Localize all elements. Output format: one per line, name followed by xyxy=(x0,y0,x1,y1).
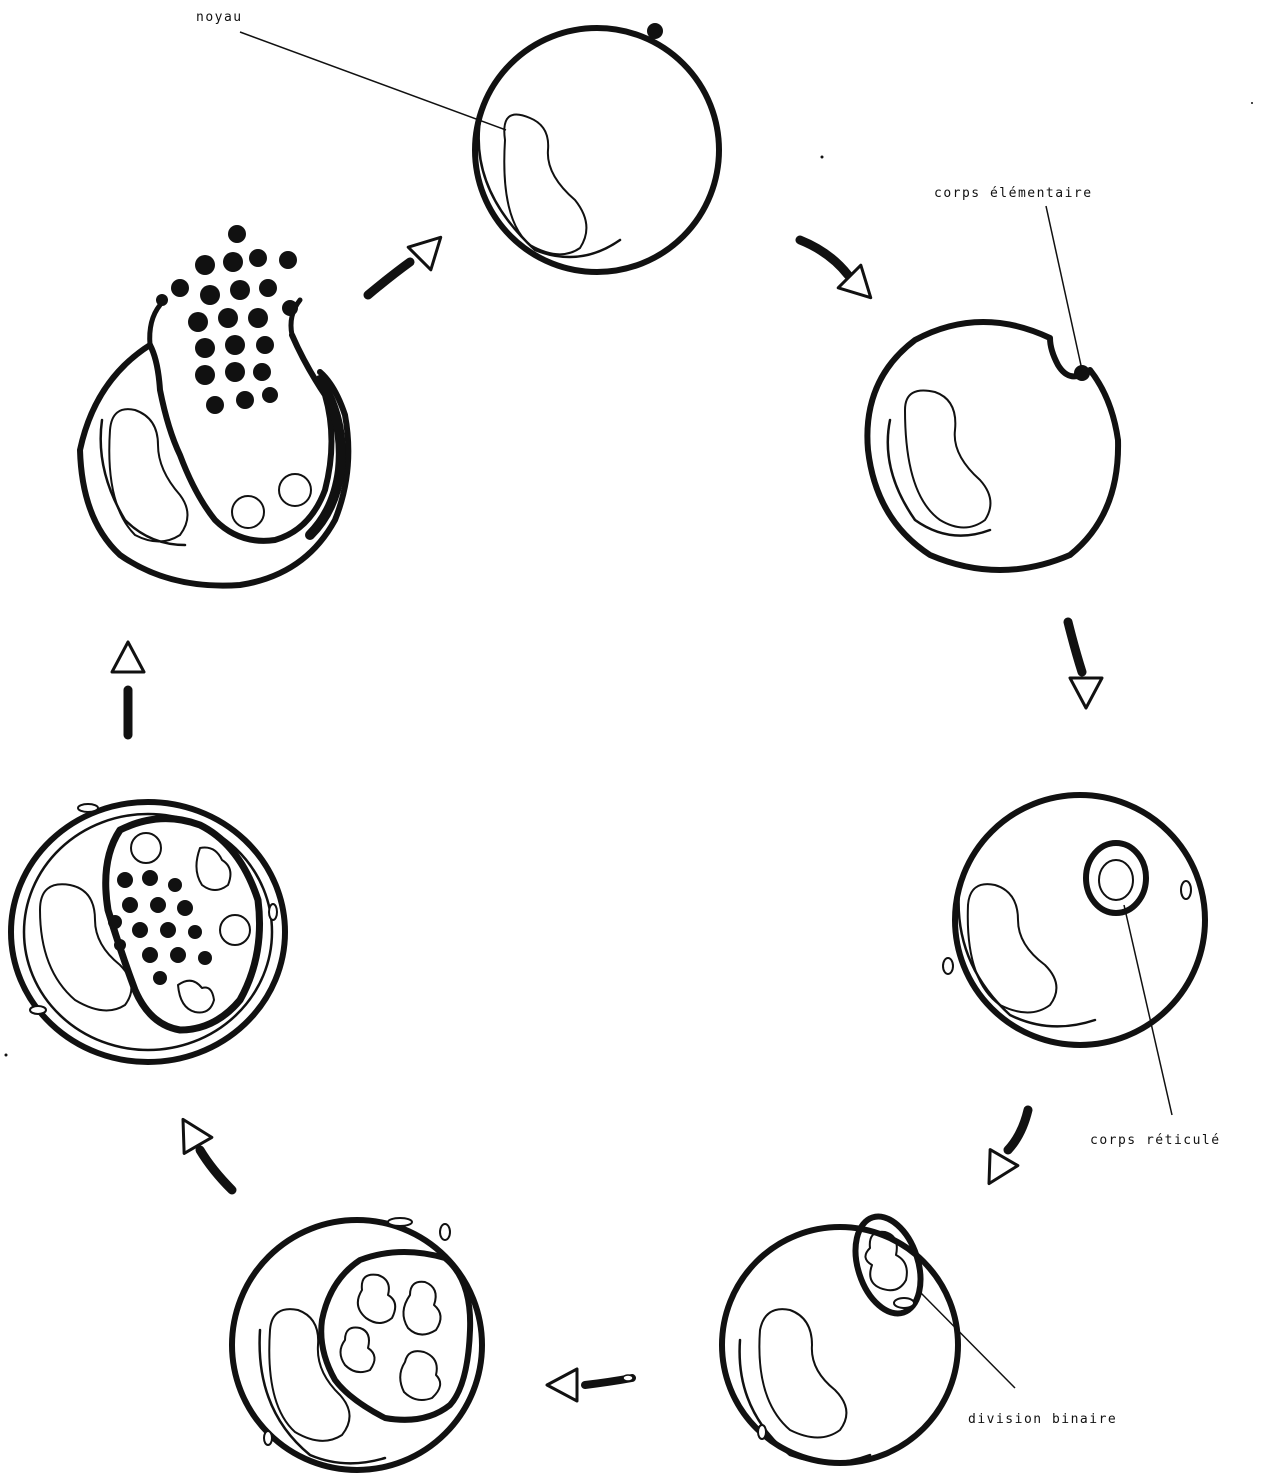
arrow-2-to-3 xyxy=(1068,622,1102,708)
cell-stage-entry xyxy=(867,206,1118,570)
label-corps-elementaire: corps élémentaire xyxy=(934,186,1093,202)
division-binaire-leader-line xyxy=(918,1290,1015,1388)
arrow-3-to-4 xyxy=(975,1110,1028,1192)
cell-stage-reticulate-body xyxy=(943,795,1205,1115)
arrow-1-to-2 xyxy=(800,240,882,309)
cell-stage-inclusion-growth xyxy=(232,1218,482,1470)
label-noyau: noyau xyxy=(196,10,243,26)
noyau-leader-line xyxy=(240,32,506,130)
elementary-body-dot xyxy=(647,23,663,39)
arrow-6-to-7 xyxy=(112,642,144,735)
arrow-7-to-1 xyxy=(368,226,452,295)
label-corps-reticule: corps réticulé xyxy=(1090,1133,1221,1149)
cell-stage-release xyxy=(80,225,348,586)
arrow-4-to-5 xyxy=(547,1369,633,1401)
label-division-binaire: division binaire xyxy=(968,1412,1117,1428)
cell-stage-attachment xyxy=(240,23,719,272)
cell-stage-maturation xyxy=(11,802,285,1062)
arrow-5-to-6 xyxy=(169,1111,232,1190)
